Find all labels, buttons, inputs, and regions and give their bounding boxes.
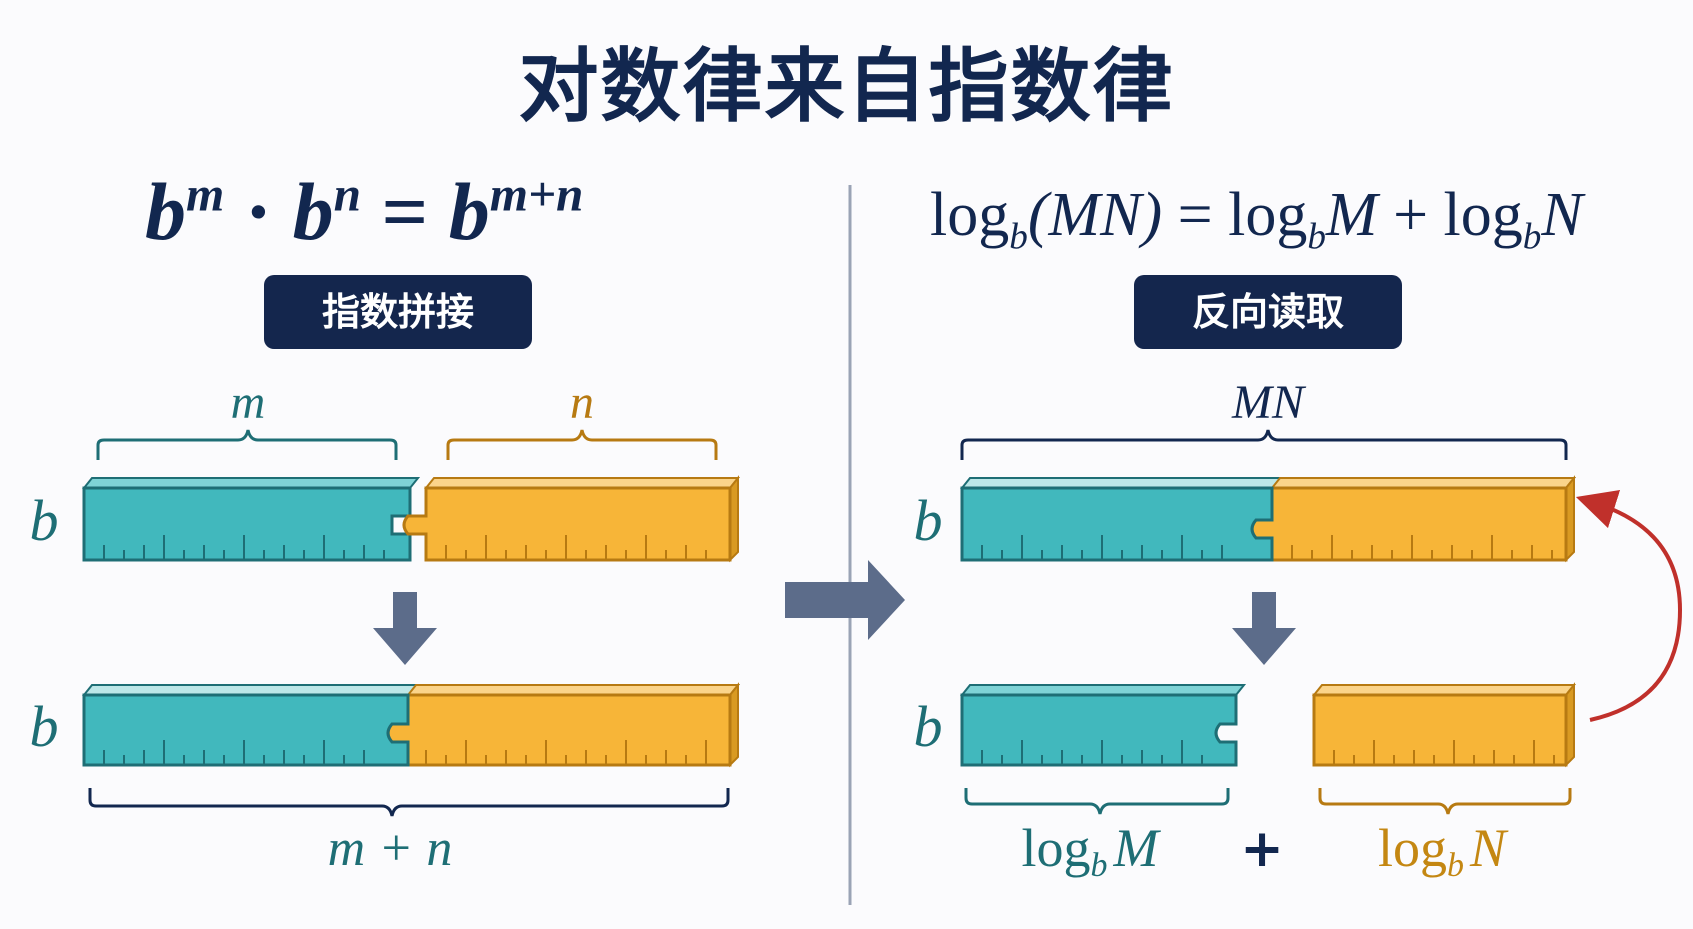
label-m-plus-n: m + n [328,820,453,877]
badge-exponent-join: 指数拼接 [264,275,532,349]
brace-m [96,429,398,460]
brace-mn [960,429,1568,460]
brace-m-plus-n [88,788,730,817]
brace-log-n [1318,788,1572,815]
ruler-n-top [402,475,741,563]
formula-base: b [292,166,334,257]
row-base-label: b [30,694,59,759]
ruler-mn-joined [81,682,741,768]
down-arrow-right [1232,592,1296,665]
formula-arg-m: M [1325,181,1378,249]
label-m: m [231,376,266,429]
ruler-log-m [959,684,1247,767]
brace-log-m [964,788,1230,815]
row-base-label: b [30,488,59,553]
row-base-label: b [914,488,943,553]
ruler-m-top [81,477,421,562]
down-arrow-left [373,592,437,665]
label-plus: + [1240,819,1284,879]
ruler-mn-right [959,475,1577,563]
formula-base: b [448,166,490,257]
page-title: 对数律来自指数律 [518,40,1175,133]
formula-arg-n: N [1541,181,1583,249]
formula-exp-m: m [186,166,225,222]
ruler-log-n [1311,682,1577,768]
badge-reverse-read: 反向读取 [1134,275,1402,349]
row-base-label: b [914,694,943,759]
middle-right-arrow [785,560,905,640]
exponent-law-formula: bm · bn = bm+n [145,165,583,259]
log-law-formula: logb(MN) = logbM + logbN [930,181,1583,258]
formula-exp-n: n [333,166,361,222]
formula-dot: · [244,166,273,257]
formula-base: b [145,166,186,257]
brace-n [446,429,718,460]
label-mn: MN [1231,376,1307,429]
formula-equals: = [381,166,429,257]
formula-exp-mn: m+n [489,166,584,222]
formula-arg-mn: (MN) [1027,181,1163,249]
label-n: n [570,376,594,429]
red-return-arrow [1575,490,1683,722]
